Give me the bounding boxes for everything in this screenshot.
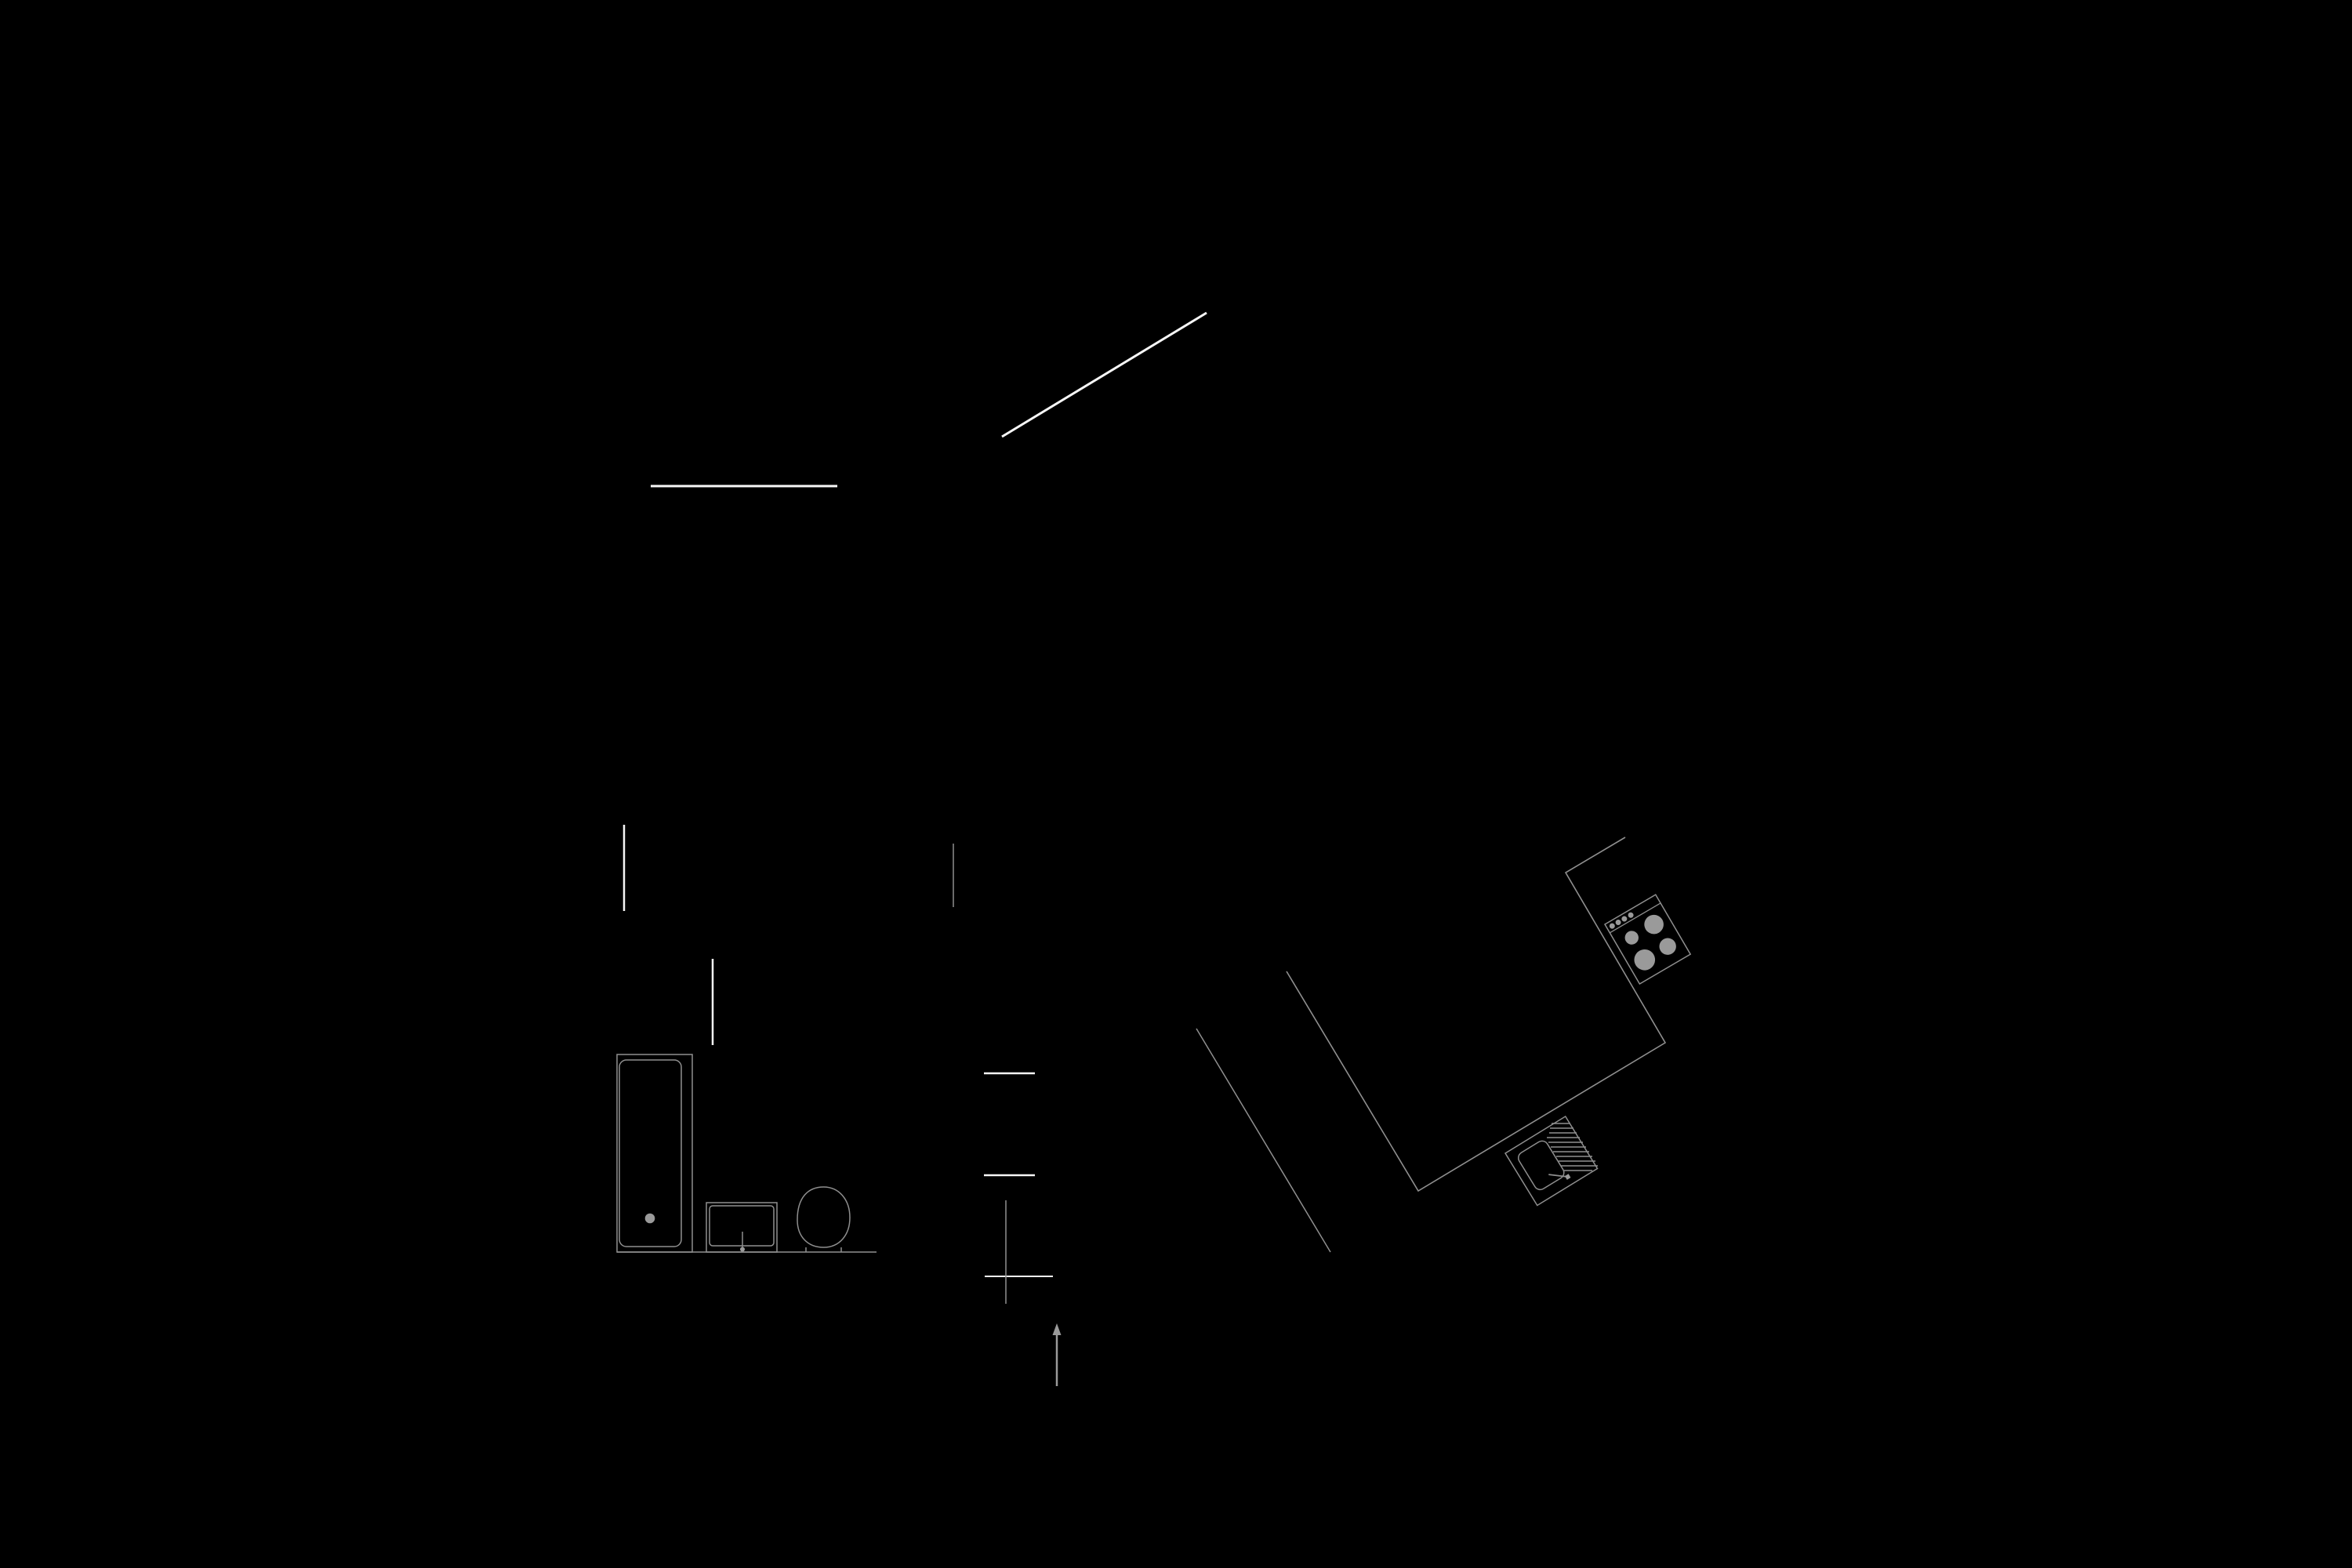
kitchen-wall-line[interactable] xyxy=(1196,1028,1331,1253)
bathtub-drain xyxy=(644,1213,655,1224)
stove-knob xyxy=(1609,923,1615,929)
bathtub-outer xyxy=(616,1054,693,1253)
bathtub-inner xyxy=(619,1059,682,1247)
kitchen-sink-faucet xyxy=(1548,1174,1568,1178)
toilet-bowl xyxy=(797,1186,851,1248)
wall-line-top-diagonal[interactable] xyxy=(1001,311,1207,438)
north-arrow-head xyxy=(1052,1323,1062,1335)
kitchen-sink-basin xyxy=(1518,1140,1565,1191)
bathroom-sink-outer xyxy=(706,1202,778,1253)
stove-knob xyxy=(1615,920,1621,926)
kitchen-sink-faucet-handle xyxy=(1564,1174,1571,1180)
kitchen-counter-outline[interactable] xyxy=(1286,837,1667,1192)
stove-burner xyxy=(1624,931,1639,945)
stove-burner xyxy=(1644,914,1664,935)
stove-knob xyxy=(1628,912,1634,918)
bathroom-sink-knob xyxy=(740,1247,745,1252)
stove-burner xyxy=(1634,949,1656,971)
stove-control-strip xyxy=(1609,902,1661,934)
stove[interactable] xyxy=(1603,894,1692,985)
north-arrow[interactable] xyxy=(1052,1323,1062,1386)
stove-burner xyxy=(1659,938,1676,955)
bathtub[interactable] xyxy=(616,1054,693,1253)
bathroom-sink-inner xyxy=(709,1205,775,1247)
toilet[interactable] xyxy=(797,1186,851,1252)
stove-body xyxy=(1603,894,1692,985)
stove-knob xyxy=(1621,916,1628,922)
bathroom-sink[interactable] xyxy=(706,1202,778,1253)
